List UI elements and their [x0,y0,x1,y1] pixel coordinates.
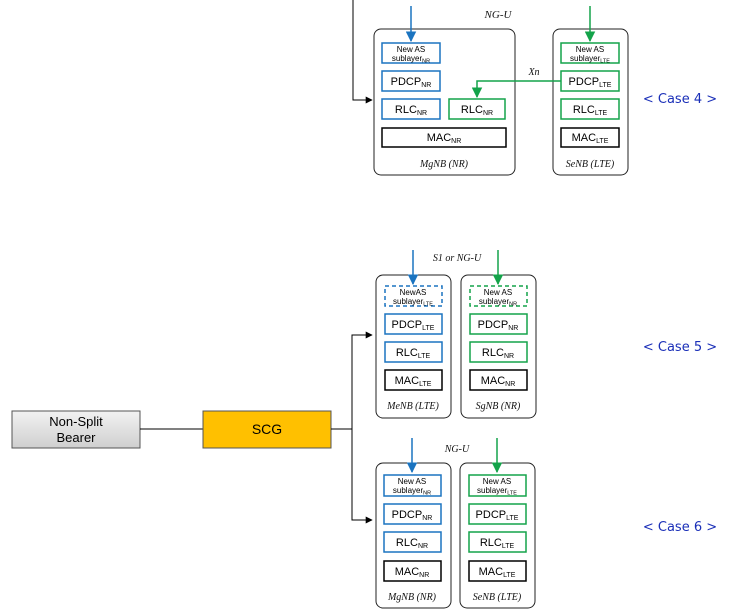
non-split-bearer-label-line1: Non-Split [49,414,103,429]
case6-label: < Case 6 > [643,520,717,535]
case6-mgnb-rlc-box [383,531,442,553]
case4-mgnb-rlc-box [381,98,441,120]
case5-menb-rlc-label: RLCLTE [396,347,431,360]
case5-interface-label: S1 or NG-U [433,253,482,264]
case5-sgnb-rlc-box [469,341,528,363]
case4-senb-newas-line2: sublayerLTE [570,54,610,65]
case5-sgnb-newas-line2: sublayerNR [479,297,517,308]
case4-senb-newas-line1: New AS [576,45,604,54]
case6-interface-label: NG-U [444,444,470,455]
case5-menb-newas-line2: sublayerLTE [393,297,433,308]
case5-label: < Case 5 > [643,340,717,355]
case5-sgnb-newas-box [469,285,528,307]
case4-senb-caption: SeNB (LTE) [566,159,615,170]
case5-sgnb-caption: SgNB (NR) [476,401,521,412]
case6-senb-pdcp-label: PDCPLTE [476,509,519,522]
case5-sgnb-newas-line1: New AS [484,288,512,297]
case4-mgnb-newas-line1: New AS [397,45,425,54]
case4-interface-label: NG-U [484,9,513,21]
case6-mgnb-newas-line2: sublayerNR [393,486,431,497]
case4-senb-mac-label: MACLTE [572,132,609,145]
case6-mgnb-caption: MgNB (NR) [387,592,437,603]
case6-mgnb-newas-line1: New AS [398,477,426,486]
case4-senb-rlc-box [560,98,620,120]
case6-mgnb-rlc-label: RLCNR [396,537,428,550]
case6-senb-rlc-label: RLCLTE [480,537,515,550]
case5-menb-newas-box [384,285,443,307]
case5-menb-mac-box [384,369,443,391]
case4-xn-label: Xn [527,67,539,78]
case6-senb-caption: SeNB (LTE) [473,592,522,603]
case6-senb-mac-label: MACLTE [479,566,516,579]
case4-mgnb-mac-box [381,127,507,148]
case4-group: NG-U New AS sublayerNR PDCPNR RLCNR RLCN… [352,0,717,176]
scg-to-case5-line [331,331,373,430]
case5-menb-newas-line1: NewAS [400,288,427,297]
case6-mgnb-pdcp-label: PDCPNR [392,509,433,522]
case5-sgnb-pdcp-box [469,313,528,335]
bearer-group: Non-Split Bearer SCG [11,331,373,524]
case5-sgnb-rlc-label: RLCNR [482,347,514,360]
scg-to-case6-line [351,429,373,524]
case5-menb-pdcp-label: PDCPLTE [392,319,435,332]
case4-senb-newas-box [560,42,620,64]
case4-senb-mac-box [560,127,620,148]
case6-senb-newas-line1: New AS [483,477,511,486]
case4-mgnb-pdcp-box [381,70,441,92]
case4-mgnb-rlc-label: RLCNR [395,104,427,117]
case4-senb-pdcp-label: PDCPLTE [569,76,612,89]
case6-senb-pdcp-box [468,503,527,525]
case6-mgnb-pdcp-box [383,503,442,525]
case4-mgnb-newas-box [381,42,441,64]
case4-mgnb-rlc2-box [448,98,506,120]
non-split-bearer-label-line2: Bearer [56,430,96,445]
case5-menb-caption: MeNB (LTE) [386,401,439,412]
case5-menb-pdcp-box [384,313,443,335]
case6-senb-mac-box [468,560,527,582]
case6-senb-rlc-box [468,531,527,553]
case5-sgnb-pdcp-label: PDCPNR [478,319,519,332]
case5-menb-rlc-box [384,341,443,363]
case6-mgnb-mac-label: MACNR [395,566,430,579]
case4-mgnb-rlc2-label: RLCNR [461,104,493,117]
case5-menb-mac-label: MACLTE [395,375,432,388]
case6-group: NG-U New AS sublayerNR PDCPNR RLCNR MACN… [375,438,717,609]
case4-mgnb-pdcp-label: PDCPNR [391,76,432,89]
case4-label: < Case 4 > [643,92,717,107]
case5-group: S1 or NG-U NewAS sublayerLTE PDCPLTE RLC… [375,250,717,419]
case5-sgnb-mac-label: MACNR [481,375,516,388]
case4-feed-line [352,0,373,104]
case4-senb-rlc-label: RLCLTE [573,104,608,117]
case4-xn-connector [471,80,561,99]
case6-mgnb-newas-box [383,474,442,497]
case6-senb-newas-line2: sublayerLTE [477,486,517,497]
non-split-bearer-box [11,410,141,449]
case6-senb-newas-box [468,474,527,497]
case6-mgnb-mac-box [383,560,442,582]
scg-label: SCG [252,421,282,437]
case4-mgnb-newas-line2: sublayerNR [392,54,430,65]
case4-mgnb-caption: MgNB (NR) [419,159,469,170]
case5-sgnb-mac-box [469,369,528,391]
case4-mgnb-mac-label: MACNR [427,132,462,145]
